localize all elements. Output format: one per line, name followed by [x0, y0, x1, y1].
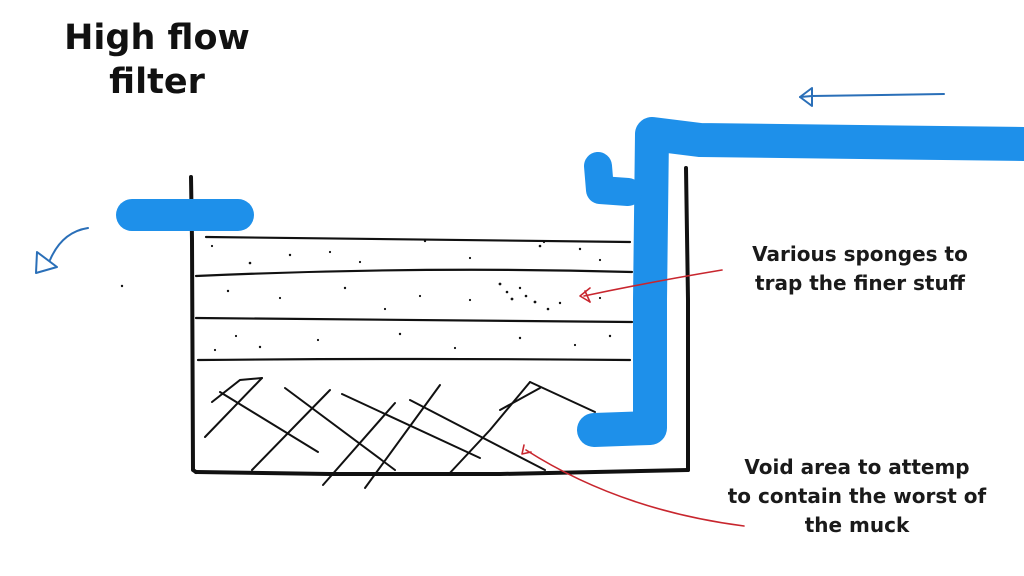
sponge-layers: [194, 235, 634, 362]
pointer-arrows: [521, 269, 745, 527]
sponge-line: [196, 357, 632, 362]
pipes: [116, 117, 1024, 447]
title-line: High flow: [64, 18, 250, 58]
sponge-line: [204, 235, 632, 244]
tank-bottom: [194, 468, 690, 476]
title-line: filter: [109, 62, 205, 102]
sponge-pointer-arrow: [579, 269, 723, 303]
annotation-line: trap the finer stuff: [755, 271, 965, 295]
annotation-line: Various sponges to: [752, 242, 968, 266]
annotation-line: to contain the worst of: [727, 484, 987, 508]
annotation-line: the muck: [804, 513, 910, 537]
diagram-title: High flow filter: [52, 16, 262, 104]
sponge-line: [194, 268, 634, 278]
void-pointer-arrow: [521, 444, 745, 527]
inflow-arrow: [799, 87, 945, 107]
flow-arrows: [35, 87, 945, 274]
void-annotation: Void area to attemp to contain the worst…: [712, 453, 1002, 540]
sponges-annotation: Various sponges to trap the finer stuff: [725, 240, 995, 298]
sponge-line: [194, 316, 634, 324]
annotation-line: Void area to attemp: [744, 455, 970, 479]
inlet-pipe: [577, 117, 1024, 447]
sponge-texture: [120, 239, 612, 352]
void-hatching: [204, 377, 596, 489]
outflow-arrow: [35, 227, 89, 274]
tank-right-wall: [684, 166, 690, 472]
overflow-stub: [584, 152, 642, 206]
